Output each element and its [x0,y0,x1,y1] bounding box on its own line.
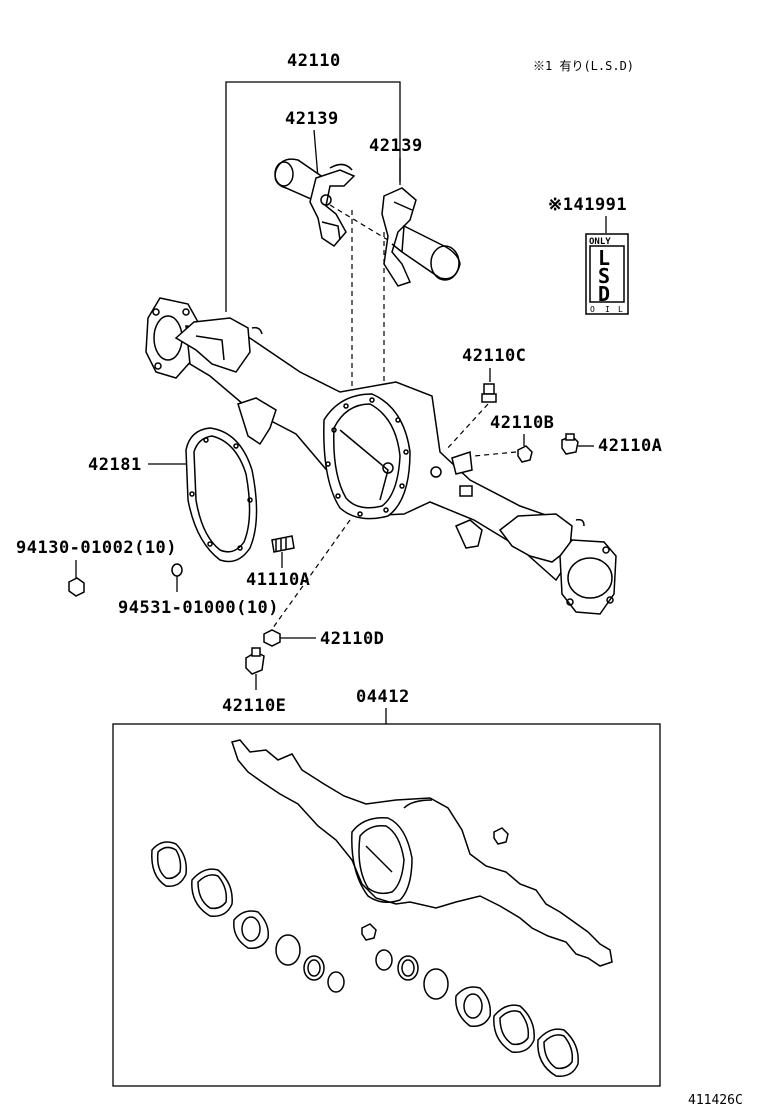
kit-small-parts[interactable] [151,841,579,1077]
lsd-letter-d: D [598,282,610,306]
kit-axle-assembly[interactable] [231,739,613,967]
dash-drain [269,519,351,633]
label-42110D[interactable]: 42110D [320,629,384,649]
plug-42110D[interactable] [263,629,281,647]
lsd-letter-s: S [598,264,610,288]
figure-id: 411426C [688,1093,743,1108]
dash-42110B [473,451,517,457]
dash-ubolt-1 [329,204,389,241]
u-bolt-right[interactable] [381,187,461,287]
label-42110B[interactable]: 42110B [490,413,554,433]
label-04412[interactable]: 04412 [356,687,410,707]
washer-94531[interactable] [171,563,183,577]
lsd-label-bottom-o: O [590,305,595,314]
breather-42110C[interactable] [481,383,497,403]
label-42139-left[interactable]: 42139 [285,109,339,129]
lsd-label-top: ONLY [589,237,611,247]
u-bolt-left[interactable] [274,158,356,247]
lsd-label-bottom-l: L [618,305,623,314]
lsd-oil-label[interactable]: ONLY L S D O I L [585,233,629,315]
label-42110A[interactable]: 42110A [598,436,662,456]
label-94531[interactable]: 94531-01000(10) [118,598,279,618]
lsd-letter-l: L [598,246,610,270]
kit-box-04412 [112,723,661,1087]
label-42110C[interactable]: 42110C [462,346,526,366]
axle-housing[interactable] [145,297,617,615]
plug-42110A[interactable] [561,433,579,455]
lsd-label-bottom-i: I [605,305,610,314]
dash-42110C [445,403,489,451]
gasket-42181[interactable] [185,427,258,563]
washer-42110B[interactable] [517,445,533,463]
nut-94130[interactable] [68,577,85,597]
stud-41110A[interactable] [271,535,295,553]
label-42110[interactable]: 42110 [287,51,341,71]
leader-42110 [225,81,401,312]
label-41110A[interactable]: 41110A [246,570,310,590]
label-42139-right[interactable]: 42139 [369,136,423,156]
label-41991[interactable]: ※141991 [548,195,627,215]
lsd-note: ※1 有り(L.S.D) [533,59,634,73]
label-42181[interactable]: 42181 [88,455,142,475]
label-42110E[interactable]: 42110E [222,696,286,716]
label-94130[interactable]: 94130-01002(10) [16,538,177,558]
leader-42139-left [313,129,319,179]
plug-42110E[interactable] [245,647,265,675]
